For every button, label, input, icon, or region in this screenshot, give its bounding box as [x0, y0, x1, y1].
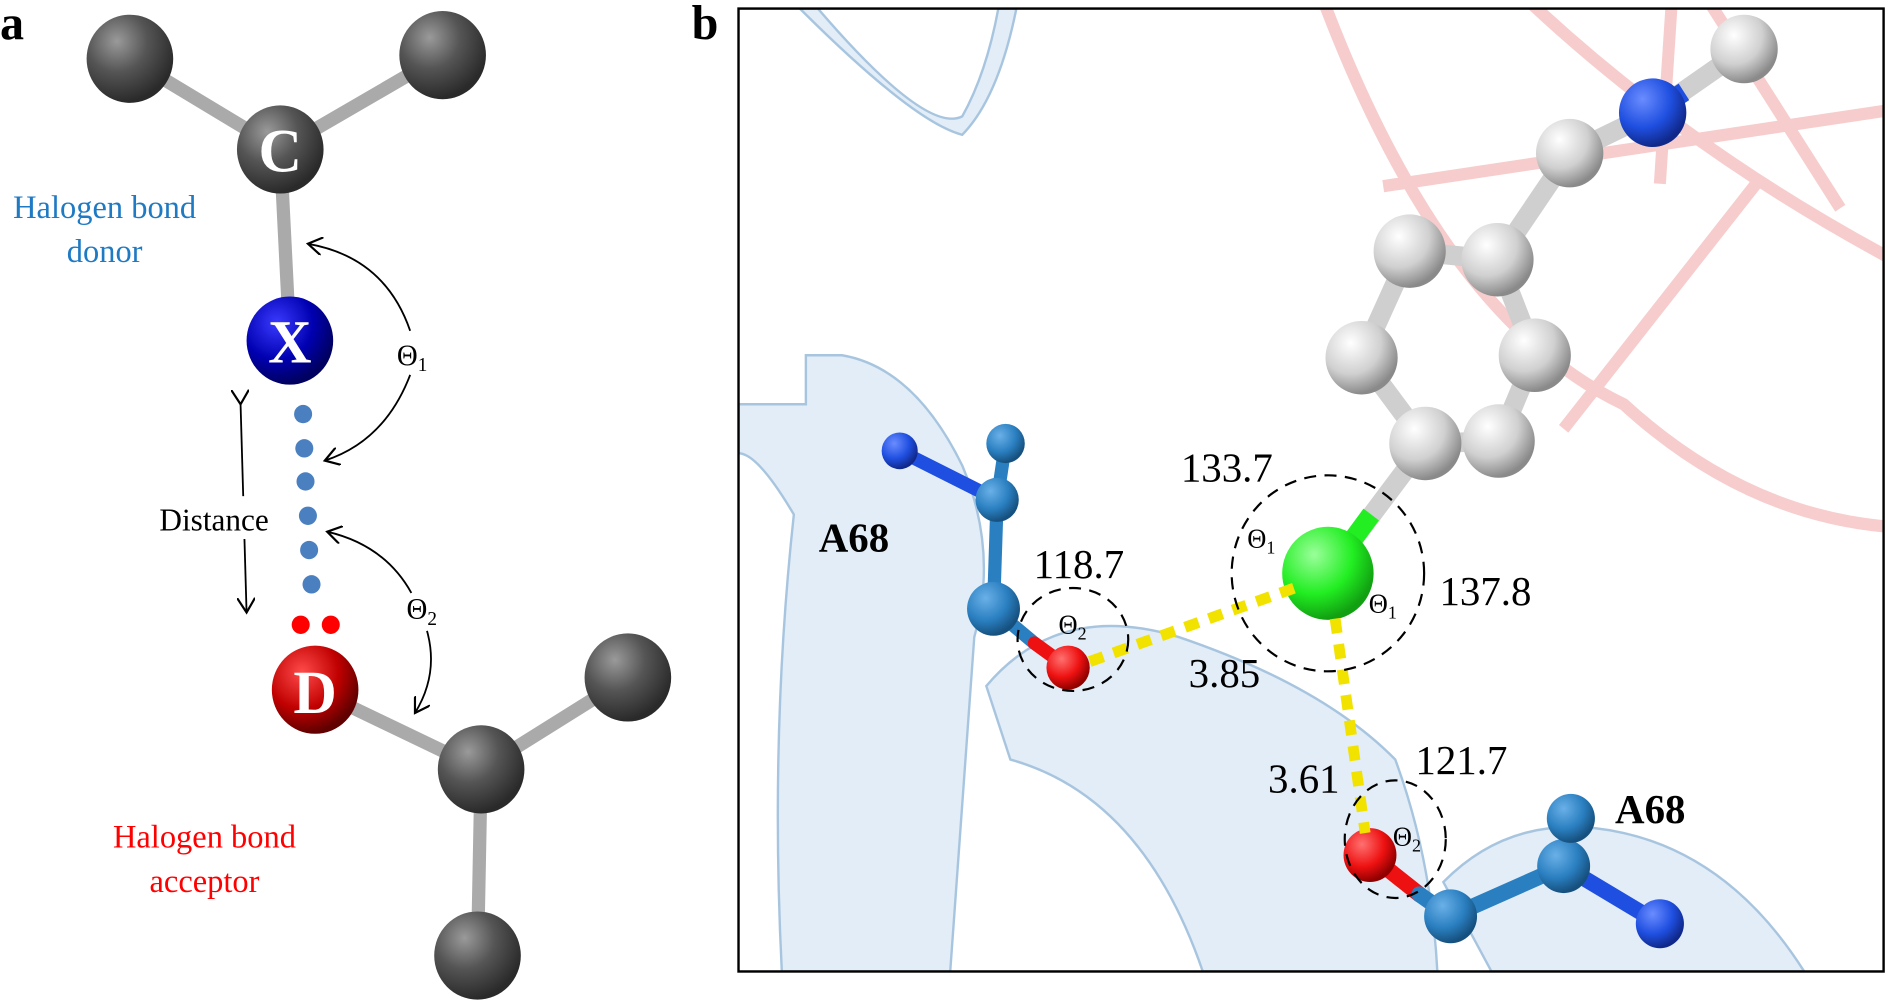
- panel-b-label: b: [692, 0, 719, 50]
- donor-label-line1: Halogen bond: [13, 190, 196, 226]
- carbon-atom-c: [236, 105, 324, 194]
- angle-121-label: 121.7: [1415, 737, 1507, 783]
- carbon-atom: [967, 581, 1020, 636]
- acceptor-label-line1: Halogen bond: [113, 819, 296, 855]
- chlorine-atom: [1282, 526, 1374, 620]
- residue-right-label: A68: [1615, 786, 1685, 832]
- structure-view: [738, 8, 1884, 972]
- panel-a-label: a: [0, 0, 24, 50]
- theta-labels: Θ1 Θ1 Θ2 Θ2: [1058, 523, 1420, 855]
- atom-d-label: D: [293, 660, 336, 728]
- theta2-label-right: Θ2: [1393, 821, 1421, 855]
- carbon-atom: [1537, 839, 1591, 894]
- angle-133-label: 133.7: [1181, 444, 1273, 490]
- carbon-atom: [986, 423, 1025, 464]
- theta2-label: Θ2: [407, 593, 437, 629]
- protein-ribbon: [738, 8, 1806, 972]
- theta1-label-upper: Θ1: [1247, 523, 1275, 557]
- acceptor-atom-d: [271, 645, 359, 734]
- theta1-label-lower: Θ1: [1369, 588, 1397, 622]
- panel-a: a C X D Halogen bond donor Halogen bond …: [0, 0, 672, 1000]
- distance-label: Distance: [159, 502, 268, 537]
- distance-385-label: 3.85: [1189, 650, 1261, 696]
- donor-label-line2: donor: [67, 234, 143, 270]
- theta1-label: Θ1: [397, 340, 427, 376]
- oxygen-atom: [1046, 645, 1090, 690]
- nitrogen-atom: [881, 432, 918, 470]
- carbon-atom: [1546, 793, 1595, 843]
- angle-137-label: 137.8: [1439, 568, 1531, 614]
- oxygen-atom: [1343, 828, 1397, 883]
- residue-left-label: A68: [819, 514, 889, 560]
- angle-circles: [1016, 474, 1447, 900]
- distance-361-label: 3.61: [1268, 755, 1340, 801]
- measurements: A68 A68 118.7 133.7 137.8 121.7 3.85 3.6…: [819, 444, 1686, 832]
- nitrogen-atom: [1635, 899, 1684, 949]
- carbon-atom: [434, 911, 521, 1000]
- halogen-bond-dots: [294, 404, 321, 594]
- carbon-atom: [437, 725, 525, 814]
- atom-x-label: X: [268, 309, 312, 377]
- theta2-label-left: Θ2: [1058, 609, 1086, 643]
- lone-pair-dot: [321, 615, 340, 634]
- carbon-atom: [399, 11, 486, 100]
- carbon-atom: [86, 14, 174, 103]
- carbon-atom: [584, 633, 672, 722]
- lone-pair-dot: [291, 615, 310, 634]
- distance-label-bg: [144, 496, 283, 540]
- panel-b-frame: [737, 7, 1885, 973]
- carbon-atom: [1424, 889, 1478, 944]
- carbon-atom: [975, 477, 1019, 522]
- ligand-atoms: [1325, 14, 1778, 481]
- angle-118-label: 118.7: [1034, 541, 1124, 587]
- atom-c-label: C: [259, 118, 302, 186]
- acceptor-label-line2: acceptor: [150, 864, 260, 900]
- halogen-atom-x: [246, 296, 334, 385]
- panel-b: b: [692, 0, 1885, 973]
